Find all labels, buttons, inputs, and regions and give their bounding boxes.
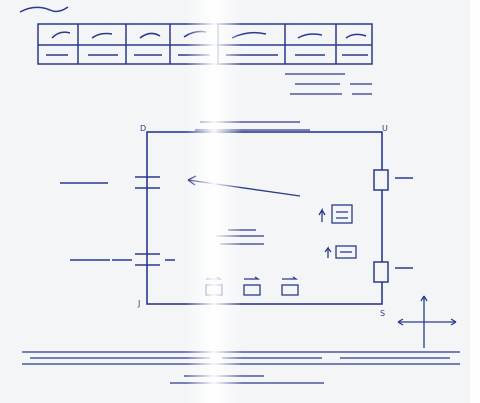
circuit-frame	[146, 131, 383, 305]
field-boxes	[318, 204, 357, 259]
corner-label-bottom-left: J	[137, 299, 140, 308]
corner-label-bottom-right: S	[380, 309, 385, 318]
header-scribble	[19, 6, 69, 13]
left-components	[60, 176, 175, 266]
corner-label-top-left: D	[140, 124, 146, 133]
right-components	[373, 169, 413, 283]
corner-label-top-right: U	[382, 124, 388, 133]
right-notes	[285, 73, 372, 95]
scanner-glare	[186, 0, 242, 403]
axis-cross	[397, 295, 457, 348]
